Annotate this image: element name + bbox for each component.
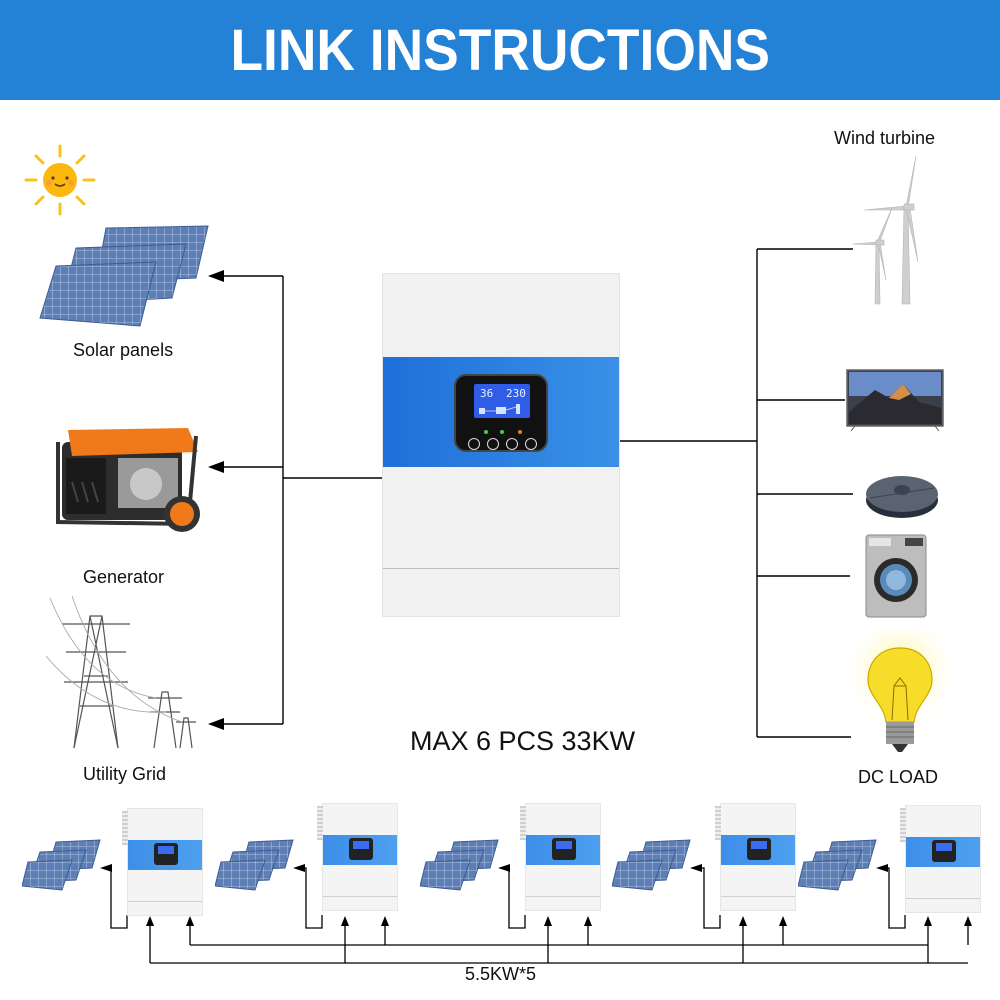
inverter-vent — [520, 806, 526, 840]
led-fault — [518, 430, 522, 434]
up-button[interactable] — [487, 438, 499, 450]
sun-icon — [24, 144, 96, 216]
inverter-seam — [323, 896, 397, 897]
wire-panel-link — [107, 867, 128, 929]
arrow-bus-drop — [739, 916, 747, 926]
parallel-solar-panel-icon — [420, 839, 499, 891]
led-chg — [500, 430, 504, 434]
parallel-inverter — [317, 803, 398, 911]
solar-panels-icon — [39, 225, 209, 327]
header-banner: LINK INSTRUCTIONS — [0, 0, 1000, 100]
wire-panel-link — [505, 867, 526, 929]
load-label-bulb: DC LOAD — [858, 767, 939, 787]
source-label-solar: Solar panels — [73, 340, 174, 360]
inverter-lcd-screen — [751, 841, 767, 849]
arrow-bus-drop — [341, 916, 349, 926]
inverter-seam — [906, 898, 980, 899]
inverter-control-panel — [154, 843, 178, 865]
wire-panel-link — [300, 867, 323, 929]
wire-panel-link — [697, 867, 721, 929]
inverter-control-panel — [932, 840, 956, 862]
power-tower-icon — [46, 596, 196, 749]
inverter-vent — [317, 806, 323, 840]
parallel-solar-panel-icon — [215, 839, 294, 891]
led-ac-inv — [484, 430, 488, 434]
inverter-lcd-screen — [353, 841, 369, 849]
arrow-generator — [208, 461, 224, 473]
main-inverter: 36 230 — [382, 273, 620, 617]
source-label-generator: Generator — [83, 567, 165, 587]
source-label-grid: Utility Grid — [83, 764, 167, 784]
inverter-seam — [721, 896, 795, 897]
arrow-bus-drop — [964, 916, 972, 926]
load-label-wind: Wind turbine — [834, 128, 936, 148]
inverter-control-panel: 36 230 — [454, 374, 548, 452]
inverter-lcd-screen — [936, 843, 952, 851]
parallel-inverter — [900, 805, 981, 913]
inverter-lcd-screen — [158, 846, 174, 854]
inverter-vent — [715, 806, 721, 840]
parallel-solar-panel-icon — [798, 839, 877, 891]
inverter-lcd-screen — [556, 841, 572, 849]
page-title: LINK INSTRUCTIONS — [230, 17, 770, 83]
arrow-bus-drop — [381, 916, 389, 926]
inverter-control-panel — [747, 838, 771, 860]
parallel-title: MAX 6 PCS 33KW — [410, 726, 636, 756]
lcd-flow-icons — [479, 404, 520, 414]
enter-button[interactable] — [525, 438, 537, 450]
inverter-seam — [128, 901, 202, 902]
lcd-right-value: 230 — [506, 387, 526, 400]
parallel-solar-panel-icon — [22, 839, 101, 891]
inverter-vent — [122, 811, 128, 845]
washing-machine-icon — [865, 534, 927, 618]
arrow-grid — [208, 718, 224, 730]
parallel-inverter — [122, 808, 203, 916]
parallel-inverter — [715, 803, 796, 911]
wind-turbine-icon — [852, 155, 919, 305]
television-icon — [846, 369, 944, 432]
parallel-inverter — [520, 803, 601, 911]
light-bulb-icon — [840, 630, 960, 752]
esc-button[interactable] — [468, 438, 480, 450]
parallel-unit-label: 5.5KW*5 — [465, 964, 537, 984]
inverter-control-panel — [552, 838, 576, 860]
wire-panel-link — [883, 867, 906, 929]
arrow-bus-drop — [924, 916, 932, 926]
arrow-bus-drop — [544, 916, 552, 926]
lcd-left-value: 36 — [480, 387, 494, 400]
arrow-bus-drop — [146, 916, 154, 926]
inverter-control-panel — [349, 838, 373, 860]
arrow-bus-drop — [779, 916, 787, 926]
arrow-bus-drop — [584, 916, 592, 926]
arrow-bus-drop — [186, 916, 194, 926]
inverter-vent — [900, 808, 906, 842]
inverter-lcd-screen: 36 230 — [474, 384, 530, 418]
parallel-solar-panel-icon — [612, 839, 691, 891]
generator-icon — [56, 428, 200, 532]
down-button[interactable] — [506, 438, 518, 450]
robot-vacuum-icon — [866, 476, 938, 518]
inverter-seam — [526, 896, 600, 897]
inverter-seam — [383, 568, 619, 569]
